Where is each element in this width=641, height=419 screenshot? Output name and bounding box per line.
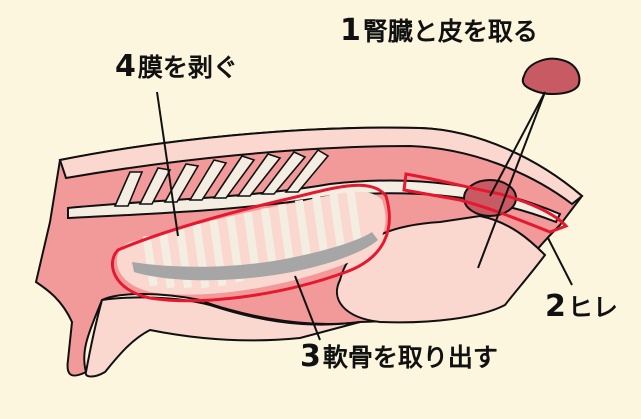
label-kidney-skin-number: 1 [340, 13, 361, 48]
tenderloin-outline [402, 172, 569, 234]
rib-outline [110, 183, 391, 303]
label-cartilage-number: 3 [300, 339, 321, 374]
spinous-processes [113, 148, 330, 207]
removed-kidney [521, 57, 581, 95]
label-membrane: 4膜を剥ぐ [115, 52, 238, 82]
label-tenderloin: 2ヒレ [545, 292, 618, 322]
label-membrane-text: 膜を剥ぐ [137, 53, 238, 82]
label-membrane-number: 4 [115, 49, 136, 84]
pointer-lines [156, 91, 573, 341]
cartilage-band [132, 232, 378, 281]
label-cartilage-text: 軟骨を取り出す [322, 343, 498, 372]
label-kidney-skin: 1腎臓と皮を取る [340, 16, 538, 46]
back-skin [58, 126, 584, 206]
belly-flap [335, 214, 547, 324]
label-kidney-skin-text: 腎臓と皮を取る [362, 17, 538, 46]
label-cartilage: 3軟骨を取り出す [300, 342, 498, 372]
label-tenderloin-text: ヒレ [567, 293, 618, 322]
label-tenderloin-number: 2 [545, 289, 566, 324]
hind-leg [84, 296, 361, 378]
